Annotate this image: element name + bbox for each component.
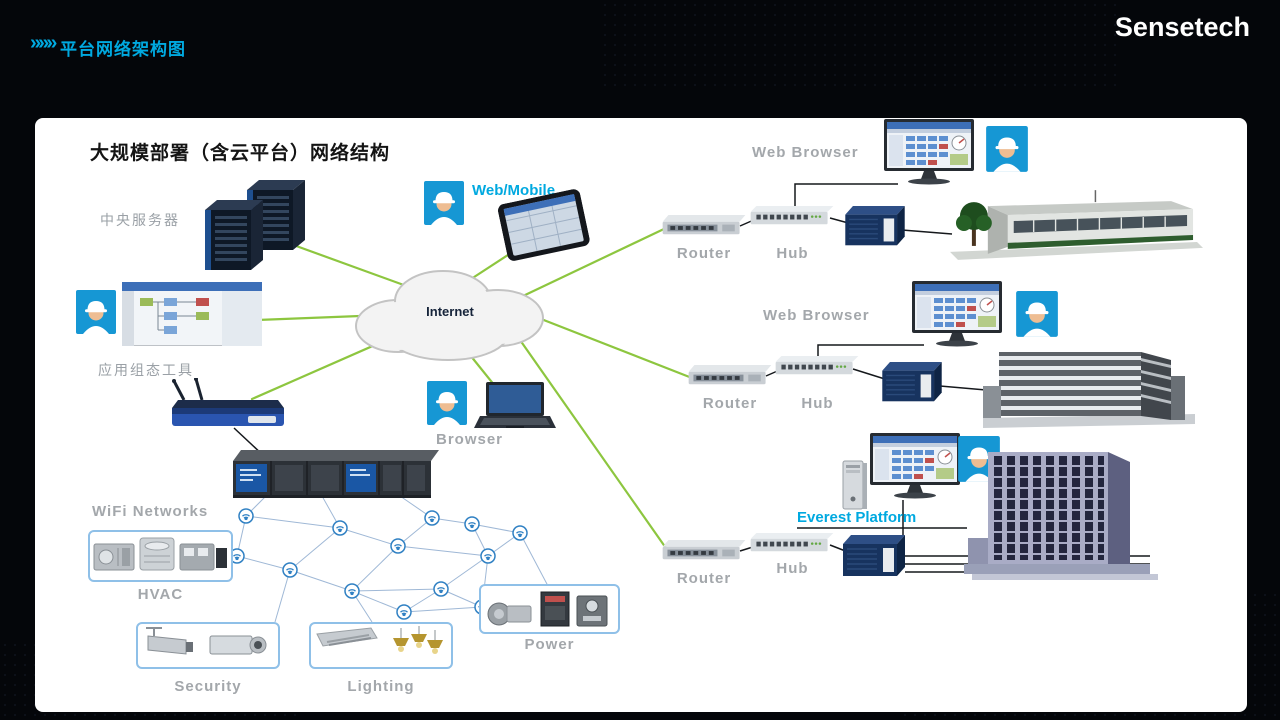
central-server-label: 中央服务器 [100,212,180,228]
wifi-node-icon [464,516,480,532]
internet-label: Internet [426,304,474,319]
hvac-label: HVAC [137,586,184,603]
web-mobile-label: Web/Mobile [472,182,556,199]
hub-device-icon [750,533,834,558]
building-icon [948,190,1203,262]
brand-logo: Sensetech [1114,12,1250,42]
lighting-box [309,622,453,669]
power-equipment-icon [483,588,616,630]
scada-app-window-icon [122,282,262,346]
router-label: Router [702,395,758,412]
monitor-screenshot-icon [884,119,976,185]
wifi-node-icon [512,525,528,541]
hvac-equipment-icon [92,534,229,578]
engineer-avatar-icon [986,126,1028,174]
wifi-networks-label: WiFi Networks [92,503,209,520]
tower-pc-icon [841,459,869,513]
monitor-screenshot-icon [912,281,1004,347]
slide-header-title: 平台网络架构图 [60,40,186,59]
hub-device-icon [750,206,834,231]
web-browser-label: Web Browser [752,144,859,161]
wifi-node-icon [433,581,449,597]
hub-label: Hub [776,560,809,577]
wifi-node-icon [390,538,406,554]
hub-label: Hub [776,245,809,262]
wifi-node-icon [238,508,254,524]
lighting-fixtures-icon [313,626,449,664]
router-device-icon [662,540,746,565]
everest-platform-label: Everest Platform [797,509,917,526]
engineer-avatar-icon [76,290,116,336]
wireless-router-icon [170,378,286,432]
building-icon [983,344,1195,430]
router-label: Router [676,570,732,587]
engineer-avatar-icon [424,181,464,227]
browser-label: Browser [436,431,504,448]
router-device-icon [662,215,746,240]
security-label: Security [174,678,242,695]
internet-cloud-icon: Internet [355,270,544,361]
wifi-node-icon [480,548,496,564]
engineer-avatar-icon [1016,291,1058,339]
lighting-label: Lighting [347,678,415,695]
wifi-node-icon [332,520,348,536]
wifi-node-icon [282,562,298,578]
plc-controller-icon [233,450,439,504]
diagram-title: 大规模部署（含云平台）网络结构 [90,143,391,164]
app-tool-label: 应用组态工具 [98,362,194,378]
hub-device-icon [775,356,859,381]
hub-label: Hub [801,395,834,412]
web-browser-label: Web Browser [763,307,870,324]
gateway-device-icon [843,535,905,583]
power-label: Power [524,636,575,653]
gateway-device-icon [882,362,942,408]
server-stack-icon [205,180,309,272]
security-cameras-icon [140,626,276,664]
wifi-node-icon [396,604,412,620]
gateway-device-icon [845,206,905,252]
router-label: Router [676,245,732,262]
triple-chevron-icon: »»» [30,32,57,54]
router-device-icon [688,365,772,390]
wifi-node-icon [344,583,360,599]
monitor-screenshot-icon [870,433,962,499]
laptop-icon [474,382,556,434]
building-icon [962,450,1168,582]
wifi-node-icon [424,510,440,526]
engineer-avatar-icon [427,381,467,427]
